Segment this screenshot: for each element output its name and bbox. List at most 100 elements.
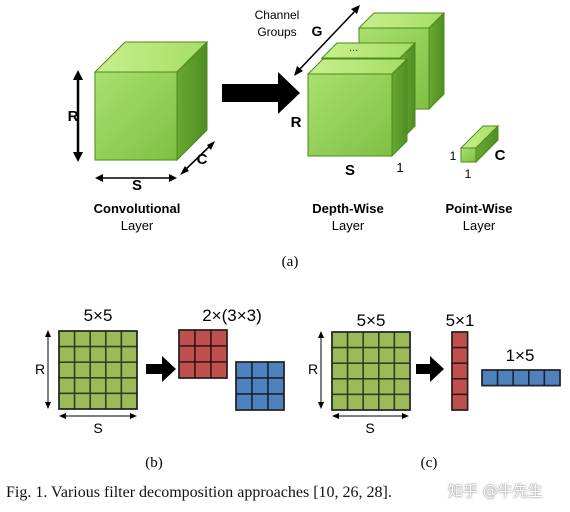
c-grid-title: 5×5: [357, 311, 386, 330]
c-grid-cell: [378, 378, 396, 396]
b-blue-cell: [251, 377, 269, 395]
b-grid-cell: [89, 345, 107, 363]
b-blue-cell: [267, 361, 285, 379]
c-grid-cell: [362, 393, 380, 411]
c-grid-cell: [393, 346, 411, 364]
b-grid-cell: [73, 361, 91, 379]
g-arrow: [294, 5, 360, 76]
b-red-cell: [210, 329, 228, 347]
c-row-cell: [496, 369, 514, 387]
c-grid-cell: [378, 346, 396, 364]
c-grid-border: [331, 331, 411, 411]
pw-subtitle: Layer: [463, 218, 496, 233]
watermark: 知乎 @牛先生: [448, 482, 543, 500]
b-grid-cell: [73, 377, 91, 395]
b-grid-cell: [89, 377, 107, 395]
c-grid-cell: [362, 378, 380, 396]
c-s-arrow: [332, 413, 409, 419]
c-grid-cell: [346, 362, 364, 380]
b-red-cell: [210, 345, 228, 363]
dw-subtitle: Layer: [332, 218, 365, 233]
b-grid-cell: [73, 345, 91, 363]
conv-r-label: R: [68, 108, 79, 125]
dw-r-label: R: [291, 114, 302, 131]
panel-c-label: (c): [421, 455, 438, 471]
c-grid-cell: [346, 393, 364, 411]
b-grid-cell: [58, 361, 76, 379]
pw-1-left-label: 1: [450, 149, 457, 163]
b-s-label: S: [93, 420, 102, 436]
c-grid-cell: [378, 393, 396, 411]
b-blue-3x3-grid: [235, 361, 285, 411]
b-blue-cell: [251, 361, 269, 379]
c-row-border: [481, 369, 561, 387]
b-grid-cell: [120, 392, 138, 410]
b-grid-cell: [120, 361, 138, 379]
c-red-5x1-column: [451, 331, 469, 411]
b-grid-cell: [120, 330, 138, 348]
c-col-cell: [451, 331, 469, 349]
b-red-3x3-grid: [178, 329, 228, 379]
g-label: G: [312, 23, 323, 39]
c-blue-1x5-row: [481, 369, 561, 387]
pw-c-label: C: [495, 147, 506, 164]
b-r-arrow: [45, 330, 51, 409]
b-blue-cell: [235, 377, 253, 395]
c-grid-cell: [362, 362, 380, 380]
b-decomp-title: 2×(3×3): [202, 306, 262, 325]
dw-s-label: S: [345, 162, 355, 179]
c-row-cell: [528, 369, 546, 387]
c-col-cell: [451, 378, 469, 396]
b-red-border: [178, 329, 228, 379]
channel-groups-line1: Channel: [255, 8, 300, 22]
panel-b-label: (b): [145, 455, 163, 471]
c-grid-cell: [346, 378, 364, 396]
conv-c-label: C: [197, 151, 208, 168]
c-col-title: 5×1: [446, 311, 475, 330]
b-5x5-grid: [58, 330, 138, 410]
b-blue-cell: [235, 393, 253, 411]
b-grid-cell: [105, 377, 123, 395]
b-grid-cell: [120, 345, 138, 363]
c-col-cell: [451, 393, 469, 411]
b-grid-cell: [105, 392, 123, 410]
b-grid-border: [58, 330, 138, 410]
c-grid-cell: [346, 346, 364, 364]
b-grid-cell: [105, 361, 123, 379]
b-grid-cell: [73, 330, 91, 348]
pointwise-stick: [459, 124, 500, 164]
conv-title: Convolutional: [94, 201, 181, 216]
c-row-title: 1×5: [506, 346, 535, 365]
b-blue-cell: [251, 393, 269, 411]
b-red-cell: [194, 345, 212, 363]
b-red-cell: [178, 329, 196, 347]
conv-cube: [93, 40, 209, 162]
c-col-border: [451, 331, 469, 411]
c-grid-cell: [378, 362, 396, 380]
b-grid-cell: [58, 345, 76, 363]
b-red-cell: [210, 361, 228, 379]
c-col-cell: [451, 362, 469, 380]
b-red-cell: [178, 361, 196, 379]
b-blue-border: [235, 361, 285, 411]
depthwise-slab-front: [306, 57, 409, 158]
c-grid-cell: [393, 393, 411, 411]
b-grid-cell: [58, 330, 76, 348]
c-row-cell: [543, 369, 561, 387]
channel-groups-line2: Groups: [257, 25, 296, 39]
conv-subtitle: Layer: [121, 218, 154, 233]
conv-s-label: S: [132, 177, 142, 194]
b-s-arrow: [59, 413, 137, 419]
c-grid-cell: [362, 331, 380, 349]
b-grid-cell: [73, 392, 91, 410]
c-5x5-grid: [331, 331, 411, 411]
c-grid-cell: [331, 331, 349, 349]
b-grid-cell: [58, 392, 76, 410]
b-transform-arrow: [146, 356, 176, 382]
c-grid-cell: [393, 378, 411, 396]
conv-s-arrow: [95, 174, 177, 182]
c-r-arrow: [318, 331, 324, 409]
c-row-cell: [481, 369, 499, 387]
c-grid-cell: [331, 362, 349, 380]
dw-title: Depth-Wise: [312, 201, 383, 216]
